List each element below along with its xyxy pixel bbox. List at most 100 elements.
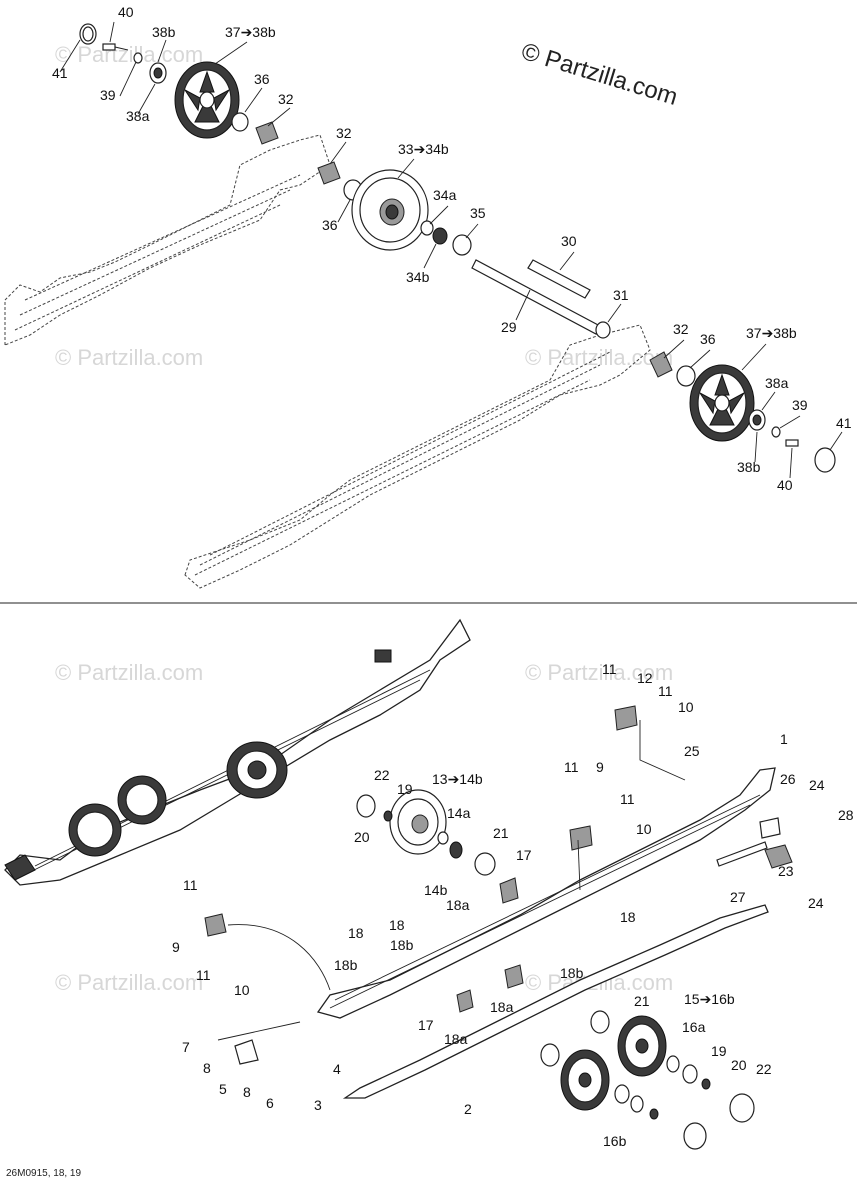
cap-41-b <box>814 447 836 473</box>
spacer-21-b <box>590 1010 610 1034</box>
callout-label: 39 <box>792 397 808 413</box>
bearing-16b <box>682 1064 698 1084</box>
callout-label: 18b <box>334 957 358 973</box>
spacer-35 <box>452 234 472 256</box>
callout-label: 21 <box>493 825 509 841</box>
callout-label: 40 <box>118 4 134 20</box>
callout-label: 34b <box>406 269 430 285</box>
callout-label: 37➔38b <box>746 325 797 341</box>
callout-label: 16a <box>682 1019 706 1035</box>
spacer-36-c <box>676 365 696 387</box>
left-rail-outline <box>4 134 331 346</box>
callout-label: 24 <box>808 895 824 911</box>
top-assembly <box>4 23 836 589</box>
callout-label: 28 <box>838 807 854 823</box>
washer-19 <box>383 810 393 822</box>
bearing-16b-b <box>614 1084 630 1104</box>
callout-label: 36 <box>700 331 716 347</box>
spacer-21-c <box>540 1043 560 1067</box>
callout-label: 9 <box>596 759 604 775</box>
callout-label: 11 <box>183 877 198 893</box>
callout-label: 10 <box>234 982 250 998</box>
callout-label: 8 <box>243 1084 251 1100</box>
callout-label: 22 <box>374 767 390 783</box>
callout-label: 39 <box>100 87 116 103</box>
callout-label: 21 <box>634 993 650 1009</box>
bearing-34a <box>420 220 434 236</box>
bearing-16a-b <box>630 1095 644 1113</box>
bearing-14a <box>437 831 449 845</box>
callout-label: 14b <box>424 882 448 898</box>
stopper-12 <box>614 705 638 731</box>
bottom-assembly <box>4 618 793 1150</box>
callout-label: 37➔38b <box>225 24 276 40</box>
spacer-31 <box>595 321 611 339</box>
callout-label: 30 <box>561 233 577 249</box>
callout-label: 27 <box>730 889 746 905</box>
callout-label: 18a <box>446 897 470 913</box>
left-rail-holes <box>14 174 301 331</box>
stopper-9 <box>569 825 593 851</box>
callout-label: 1 <box>780 731 788 747</box>
block-5 <box>234 1039 259 1065</box>
callout-label: 38a <box>765 375 789 391</box>
callout-label: 18 <box>389 917 405 933</box>
bracket-23 <box>764 844 793 869</box>
watermark: © Partzilla.com <box>55 970 203 995</box>
washer-39 <box>133 52 143 64</box>
callout-label: 18a <box>444 1031 468 1047</box>
callout-label: 34a <box>433 187 457 203</box>
callout-label: 41 <box>836 415 852 431</box>
callout-label: 18 <box>348 925 364 941</box>
callout-label: 40 <box>777 477 793 493</box>
slider-2 <box>342 904 769 1099</box>
cap-32-c <box>649 351 673 378</box>
axle-30 <box>527 259 591 299</box>
callout-label: 18 <box>620 909 636 925</box>
block-17 <box>456 989 474 1013</box>
callout-label: 11 <box>658 683 673 699</box>
block-26 <box>759 817 781 839</box>
callout-label: 19 <box>397 781 413 797</box>
axle-27 <box>716 841 768 867</box>
idler-wheel-15 <box>617 1015 667 1077</box>
callout-label: 11 <box>602 661 617 677</box>
callout-label: 35 <box>470 205 486 221</box>
callout-label: 22 <box>756 1061 772 1077</box>
idler-wheel-33 <box>351 169 429 251</box>
callout-label: 38a <box>126 108 150 124</box>
callout-label: 31 <box>613 287 629 303</box>
callout-label: 36 <box>322 217 338 233</box>
callout-label: 6 <box>266 1095 274 1111</box>
callout-label: 32 <box>336 125 352 141</box>
callout-label: 5 <box>219 1081 227 1097</box>
callout-label: 41 <box>52 65 68 81</box>
washer-39-b <box>771 426 781 438</box>
block-17-b <box>499 877 519 904</box>
callout-label: 26 <box>780 771 796 787</box>
watermark: © Partzilla.com <box>55 42 203 67</box>
bearing-34b <box>432 227 448 245</box>
callout-label: 18b <box>390 937 414 953</box>
watermark: © Partzilla.com <box>55 660 203 685</box>
callout-label: 8 <box>203 1060 211 1076</box>
callout-label: 2 <box>464 1101 472 1117</box>
idler-wheel-13 <box>389 789 447 855</box>
stopper-9-b <box>204 913 227 937</box>
callout-label: 16b <box>603 1133 627 1149</box>
callout-label: 14a <box>447 805 471 821</box>
callout-label: 33➔34b <box>398 141 449 157</box>
callout-label: 32 <box>673 321 689 337</box>
callout-label: 18b <box>560 965 584 981</box>
block-17-c <box>504 964 524 989</box>
callout-label: 17 <box>516 847 532 863</box>
callout-label: 36 <box>254 71 270 87</box>
bolt-40 <box>102 43 116 51</box>
cap-22-b <box>729 1093 755 1123</box>
callout-label: 15➔16b <box>684 991 735 1007</box>
callout-label: 24 <box>809 777 825 793</box>
callout-label: 7 <box>182 1039 190 1055</box>
callout-label: 10 <box>678 699 694 715</box>
callout-label: 29 <box>501 319 517 335</box>
cap-22-c <box>683 1122 707 1150</box>
